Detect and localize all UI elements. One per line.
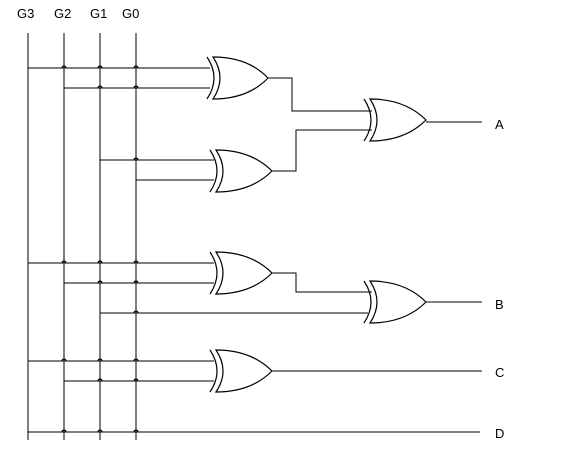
xor-gate-3 [363, 98, 427, 142]
wire-xor1-xor3 [268, 77, 372, 112]
input-label-g2: G2 [54, 6, 71, 21]
wire-xor4-xor5 [272, 272, 372, 293]
output-wires [272, 121, 482, 372]
output-label-d: D [495, 426, 504, 441]
xor-gate-6 [209, 349, 273, 393]
output-label-a: A [495, 117, 504, 132]
output-label-b: B [495, 297, 504, 312]
input-wires [28, 67, 480, 433]
wire-crossing-marks [61, 65, 139, 433]
wire-xor2-xor3 [272, 129, 372, 172]
output-label-c: C [495, 365, 504, 380]
xor-gate-1 [206, 56, 269, 100]
input-label-g1: G1 [90, 6, 107, 21]
xor-gate-5 [363, 280, 427, 324]
input-label-g0: G0 [122, 6, 139, 21]
input-label-g3: G3 [17, 6, 34, 21]
xor-gate-2 [209, 149, 273, 193]
xor-gate-4 [209, 251, 273, 295]
internal-wires [268, 77, 372, 293]
